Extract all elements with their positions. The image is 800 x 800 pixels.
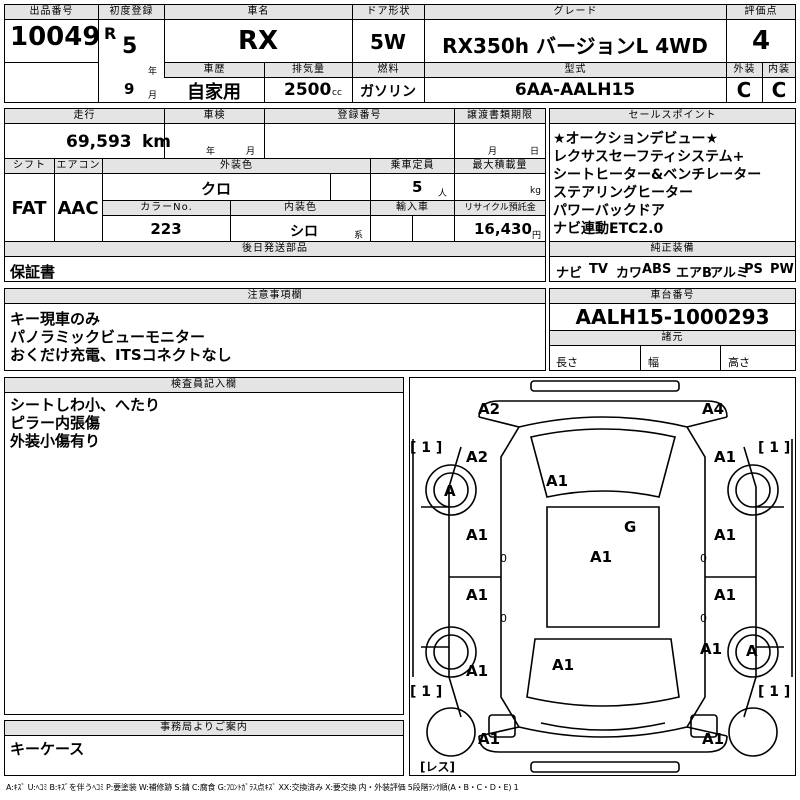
model-code: 6AA-AALH15 (514, 80, 636, 100)
capacity: 5 (412, 178, 423, 196)
car-name: RX (237, 26, 279, 56)
sales-item: ★オークションデビュー★ (553, 131, 719, 147)
ext-color: クロ (200, 180, 231, 198)
equip-pw: PW (770, 262, 794, 277)
reg-year: 5 (122, 34, 138, 59)
sales-item: シートヒーター&ベンチレーター (553, 167, 762, 183)
int-score: C (771, 78, 787, 102)
era: R (104, 24, 117, 43)
score-header: 評価点 (726, 4, 796, 20)
score: 4 (751, 26, 771, 56)
damage-mark: A1 (590, 548, 613, 566)
equip-alloy: アルミ (710, 266, 749, 281)
bracket-label: [ 1 ] (758, 440, 791, 456)
damage-mark: A1 (546, 472, 569, 490)
damage-mark: A1 (700, 640, 723, 658)
sales-item: レクサスセーフティシステム+ (553, 149, 745, 165)
office-note: キーケース (10, 740, 85, 758)
damage-diagram (409, 377, 796, 776)
legend: A:ｷｽﾞ U:ﾍｺﾐ B:ｷｽﾞを伴うﾍｺﾐ P:要塗装 W:補修跡 S:錆 … (6, 783, 519, 792)
grade-header: グレード (424, 4, 727, 20)
fuel: ガソリン (360, 84, 416, 100)
inspector-item: ピラー内張傷 (10, 414, 101, 432)
first-reg-header: 初度登録 (98, 4, 165, 20)
door-header: ドア形状 (352, 4, 425, 20)
damage-mark: G (624, 518, 637, 536)
damage-mark: A1 (478, 730, 501, 748)
mileage: 69,593 (66, 132, 132, 152)
equip-airbag: エアB (676, 266, 712, 281)
grade: RX350h バージョンL 4WD (442, 34, 708, 58)
damage-mark: A1 (466, 526, 489, 544)
damage-mark: A2 (466, 448, 489, 466)
sales-item: ナビ連動ETC2.0 (553, 221, 664, 237)
displacement: 2500 (284, 80, 332, 100)
damage-mark: A1 (466, 586, 489, 604)
recycle-fee: 16,430 (474, 220, 532, 238)
equip-leather: カワ (616, 266, 643, 281)
history: 自家用 (187, 82, 241, 103)
note-item: おくだけ充電、ITSコネクトなし (10, 346, 232, 364)
equip-navi: ナビ (556, 266, 583, 281)
note-item: キー現車のみ (10, 310, 101, 328)
resu-label: [レス] (420, 760, 455, 774)
damage-mark: A1 (714, 526, 737, 544)
damage-mark: A1 (466, 662, 489, 680)
bracket-label: [ 1 ] (410, 440, 443, 456)
sales-item: ステアリングヒーター (553, 185, 693, 201)
note-item: パノラミックビューモニター (10, 328, 206, 346)
shift: FAT (11, 198, 47, 219)
bracket-label: [ 1 ] (410, 684, 443, 700)
damage-mark: A4 (702, 400, 725, 418)
car-diagram-svg (412, 380, 793, 773)
lot-header: 出品番号 (4, 4, 99, 20)
damage-mark: A1 (702, 730, 725, 748)
later-parts: 保証書 (10, 263, 56, 281)
bracket-label: [ 1 ] (758, 684, 791, 700)
damage-mark: A (444, 482, 456, 500)
inspector-item: 外装小傷有り (10, 432, 101, 450)
aircon: AAC (57, 198, 99, 219)
reg-month: 9 (124, 80, 135, 98)
damage-mark: A2 (478, 400, 501, 418)
door-type: 5W (370, 30, 406, 54)
inspector-item: シートしわ小、へたり (10, 396, 161, 414)
damage-mark: A (746, 642, 758, 660)
chassis-number: AALH15-1000293 (575, 305, 770, 329)
equip-ps: PS (744, 262, 763, 277)
lot-number: 10049 (10, 22, 101, 52)
car-name-header: 車名 (164, 4, 353, 20)
damage-mark: A1 (714, 448, 737, 466)
damage-mark: A1 (714, 586, 737, 604)
ext-score: C (736, 78, 752, 102)
sales-item: パワーバックドア (553, 203, 665, 219)
equip-tv: TV (589, 262, 608, 277)
color-no: 223 (150, 220, 182, 238)
int-color: シロ (290, 224, 318, 240)
damage-mark: A1 (552, 656, 575, 674)
equip-abs: ABS (642, 262, 672, 277)
